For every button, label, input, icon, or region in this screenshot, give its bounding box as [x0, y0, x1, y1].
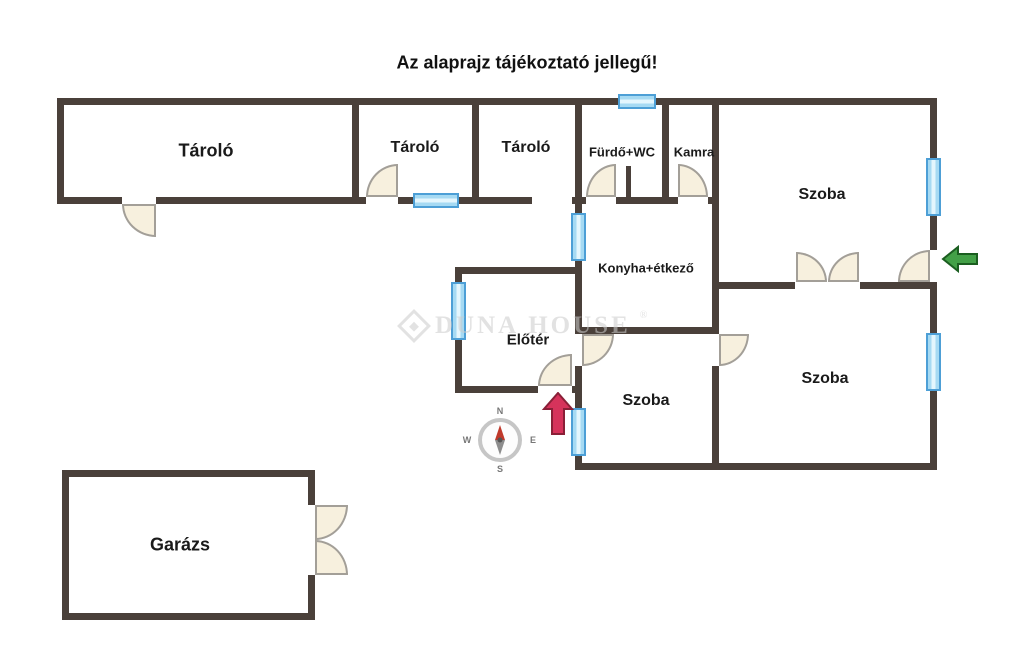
- window: [618, 94, 656, 109]
- room-label-garazs: Garázs: [149, 534, 211, 555]
- room-label-tarolo-2: Tároló: [390, 139, 440, 156]
- door-arc: [796, 252, 827, 282]
- wall: [712, 366, 719, 463]
- wall: [712, 282, 795, 289]
- compass-needle-icon: [495, 425, 505, 455]
- window: [926, 158, 941, 216]
- window: [571, 213, 586, 261]
- entry-arrow-icon: [541, 392, 575, 435]
- door-arc: [122, 204, 156, 237]
- wall: [712, 98, 719, 334]
- dunahouse-logo-inner: [409, 321, 419, 331]
- wall: [455, 386, 538, 393]
- wall: [575, 327, 719, 334]
- window: [926, 333, 941, 391]
- wall: [575, 463, 937, 470]
- door-arc: [898, 250, 930, 282]
- window: [571, 408, 586, 456]
- watermark: DUNA HOUSE ®: [397, 306, 652, 346]
- room-label-szoba-middle: Szoba: [622, 392, 670, 409]
- wall: [398, 197, 532, 204]
- compass-rose: [478, 418, 522, 462]
- wall: [472, 98, 479, 204]
- compass-east-label: E: [529, 435, 537, 445]
- wall: [57, 98, 64, 204]
- wall: [62, 470, 69, 620]
- wall: [308, 575, 315, 620]
- wall: [156, 197, 366, 204]
- room-label-szoba-right: Szoba: [801, 370, 849, 387]
- compass-north-label: N: [496, 406, 504, 416]
- door-arc: [538, 354, 572, 386]
- wall: [62, 470, 315, 477]
- watermark-word-2: HOUSE: [528, 312, 631, 339]
- room-label-szoba-top: Szoba: [798, 186, 846, 203]
- room-label-tarolo-1: Tároló: [178, 140, 234, 161]
- dunahouse-logo-icon: [397, 309, 431, 343]
- registered-mark: ®: [639, 310, 648, 321]
- direction-arrow-icon: [941, 245, 978, 273]
- watermark-word-1: DUNA: [435, 312, 520, 339]
- wall: [352, 98, 359, 204]
- room-label-konyha-etkezo: Konyha+étkező: [598, 260, 694, 276]
- disclaimer-title: Az alaprajz tájékoztató jellegű!: [396, 52, 658, 73]
- window: [451, 282, 466, 340]
- wall: [662, 98, 669, 204]
- wall: [860, 282, 937, 289]
- wall: [57, 197, 122, 204]
- door-arc: [719, 334, 749, 366]
- wall: [308, 470, 315, 505]
- room-label-eloter: Előtér: [506, 331, 550, 349]
- door-arc: [315, 505, 348, 540]
- wall: [616, 197, 678, 204]
- room-label-kamra: Kamra: [673, 144, 715, 160]
- wall: [626, 166, 631, 197]
- door-arc: [678, 164, 708, 197]
- window: [413, 193, 459, 208]
- compass-west-label: W: [462, 435, 472, 445]
- room-label-furdo-wc: Fürdő+WC: [588, 144, 656, 160]
- wall: [57, 98, 937, 105]
- door-arc: [828, 252, 859, 282]
- door-arc: [366, 164, 398, 197]
- wall: [458, 267, 578, 274]
- compass-south-label: S: [496, 464, 504, 474]
- room-label-tarolo-3: Tároló: [501, 139, 551, 156]
- door-arc: [315, 540, 348, 575]
- wall: [62, 613, 315, 620]
- door-arc: [586, 164, 616, 197]
